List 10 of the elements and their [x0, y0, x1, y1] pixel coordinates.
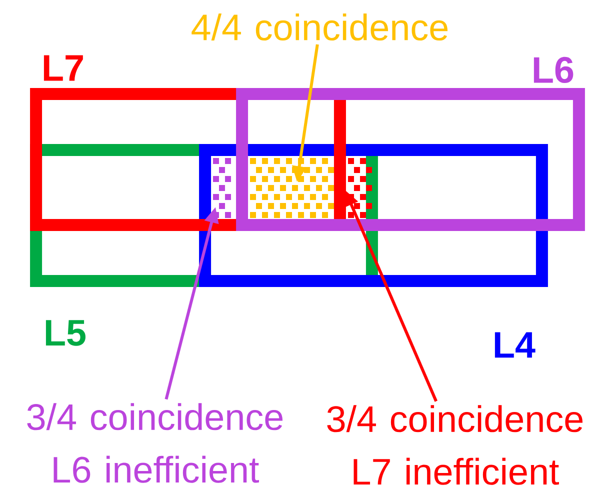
node-label: L4	[494, 332, 536, 358]
dotted-region	[213, 158, 231, 218]
node-label: L5	[46, 320, 86, 346]
node-label: L6	[534, 56, 574, 84]
dotted-region	[348, 158, 372, 218]
dotted-region	[250, 158, 334, 218]
callout-text: 4/4 coincidence	[192, 13, 448, 41]
callout-text: 3/4 coincidence L7 inefficient	[327, 405, 582, 485]
node-label: L7	[44, 55, 83, 81]
callout-text: 3/4 coincidence L6 inefficient	[27, 403, 283, 483]
